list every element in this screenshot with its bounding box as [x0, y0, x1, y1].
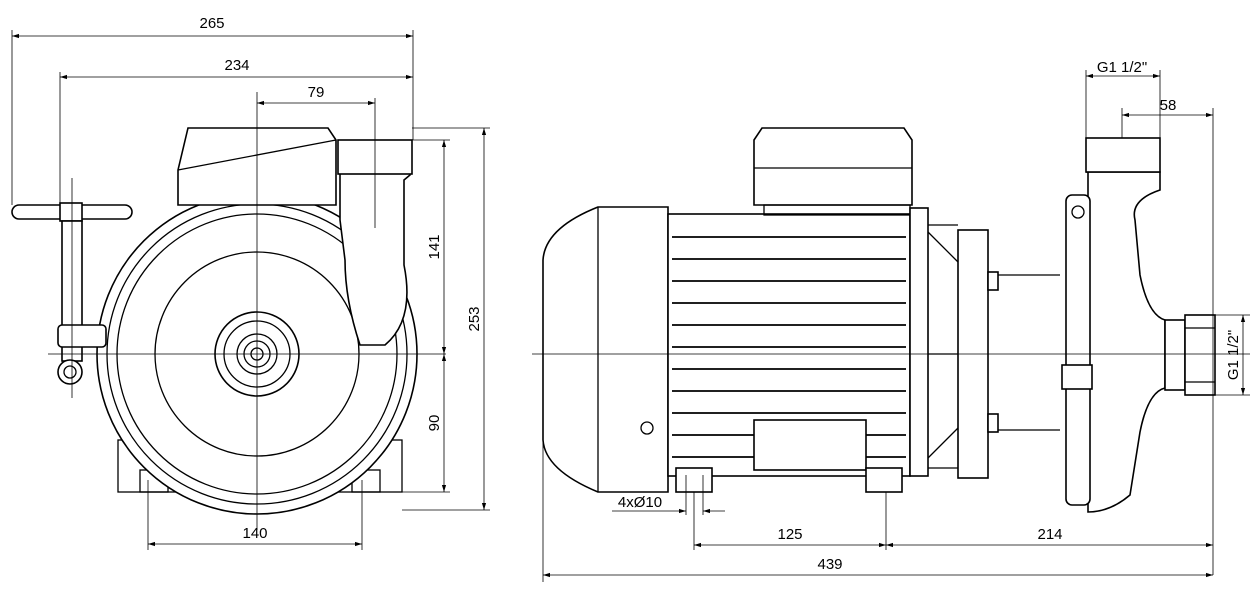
dim-side-feet-125: 125 — [777, 526, 802, 543]
dim-front-width-265: 265 — [199, 15, 224, 32]
dim-side-total-439: 439 — [817, 556, 842, 573]
dim-front-feet-140: 140 — [242, 525, 267, 542]
dim-inlet-thread: G1 1/2" — [1225, 330, 1242, 380]
dim-outlet-thread: G1 1/2" — [1097, 59, 1147, 76]
dim-front-height-253: 253 — [466, 306, 483, 331]
dim-mount-holes: 4xØ10 — [618, 494, 662, 511]
drain-plug — [57, 359, 83, 385]
side-terminal-box — [753, 127, 913, 206]
dim-outlet-offset-58: 58 — [1160, 97, 1177, 114]
dim-front-height-90: 90 — [426, 415, 443, 432]
dim-front-height-141: 141 — [426, 234, 443, 259]
pump-volute — [339, 141, 411, 346]
dim-front-width-234: 234 — [224, 57, 249, 74]
side-outlet-port — [1085, 137, 1161, 173]
motor-end-cap — [542, 206, 669, 493]
side-view — [532, 127, 1250, 513]
front-dimensions: 265 234 79 141 90 253 140 — [11, 15, 490, 550]
cooling-fins — [672, 236, 906, 458]
side-volute — [1086, 171, 1166, 513]
dim-front-offset-79: 79 — [308, 84, 325, 101]
dim-side-214: 214 — [1037, 526, 1062, 543]
front-view — [11, 92, 446, 530]
side-dimensions: G1 1/2" 58 G1 1/2" 4xØ10 125 214 439 — [542, 59, 1250, 582]
side-inlet-port — [1184, 314, 1216, 396]
